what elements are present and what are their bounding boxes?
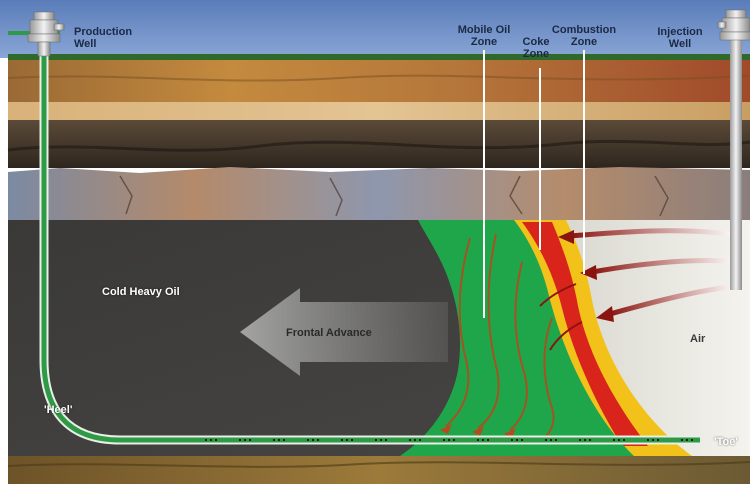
mobile-oil-zone-label-line1: Mobile Oil <box>457 24 511 36</box>
frontal-advance-label: Frontal Advance <box>286 327 372 339</box>
production-well-label: Production Well <box>74 26 132 50</box>
coke-zone-label-line2: Zone <box>522 48 550 60</box>
injection-well-pipe <box>730 40 742 290</box>
rock-layer <box>8 167 750 220</box>
coke-zone-label: Coke Zone <box>516 36 556 60</box>
production-wellhead-icon <box>8 11 65 57</box>
cold-heavy-oil-label: Cold Heavy Oil <box>102 286 180 298</box>
mobile-oil-zone-label: Mobile Oil Zone <box>448 24 520 48</box>
soil-texture <box>7 74 750 82</box>
base-rock-layer <box>8 456 750 484</box>
mobile-oil-zone-label-line2: Zone <box>470 36 498 48</box>
air-injection-arrows <box>539 228 739 351</box>
production-well-label-line1: Production <box>74 26 133 38</box>
production-well-pipe-core <box>41 36 700 443</box>
air-zone <box>560 220 750 456</box>
air-label: Air <box>690 333 706 345</box>
injection-well-label: Injection Well <box>650 26 710 50</box>
frontal-advance-arrow <box>240 288 448 376</box>
rock-cracks <box>119 175 669 217</box>
ground-surface <box>8 54 750 60</box>
sand-layer <box>8 102 750 120</box>
injection-wellhead-icon <box>717 9 750 41</box>
soil-layer <box>8 60 750 104</box>
injection-well-label-line2: Well <box>668 38 692 50</box>
combustion-zone-label: Combustion Zone <box>544 24 624 48</box>
oil-flow-arrows <box>445 233 555 437</box>
heel-label: 'Heel' <box>44 404 73 416</box>
combustion-zone-label-line1: Combustion <box>551 24 617 36</box>
combustion-zone-inner <box>522 222 648 446</box>
production-well-label-line2: Well <box>74 38 97 50</box>
base-rock-texture <box>7 461 750 468</box>
shale-texture <box>7 139 750 152</box>
injection-well-label-line1: Injection <box>657 26 703 38</box>
coke-zone-label-line1: Coke <box>522 36 550 48</box>
combustion-zone-label-line2: Zone <box>570 36 598 48</box>
sky <box>0 0 750 58</box>
toe-label: 'Toe' <box>714 436 738 448</box>
